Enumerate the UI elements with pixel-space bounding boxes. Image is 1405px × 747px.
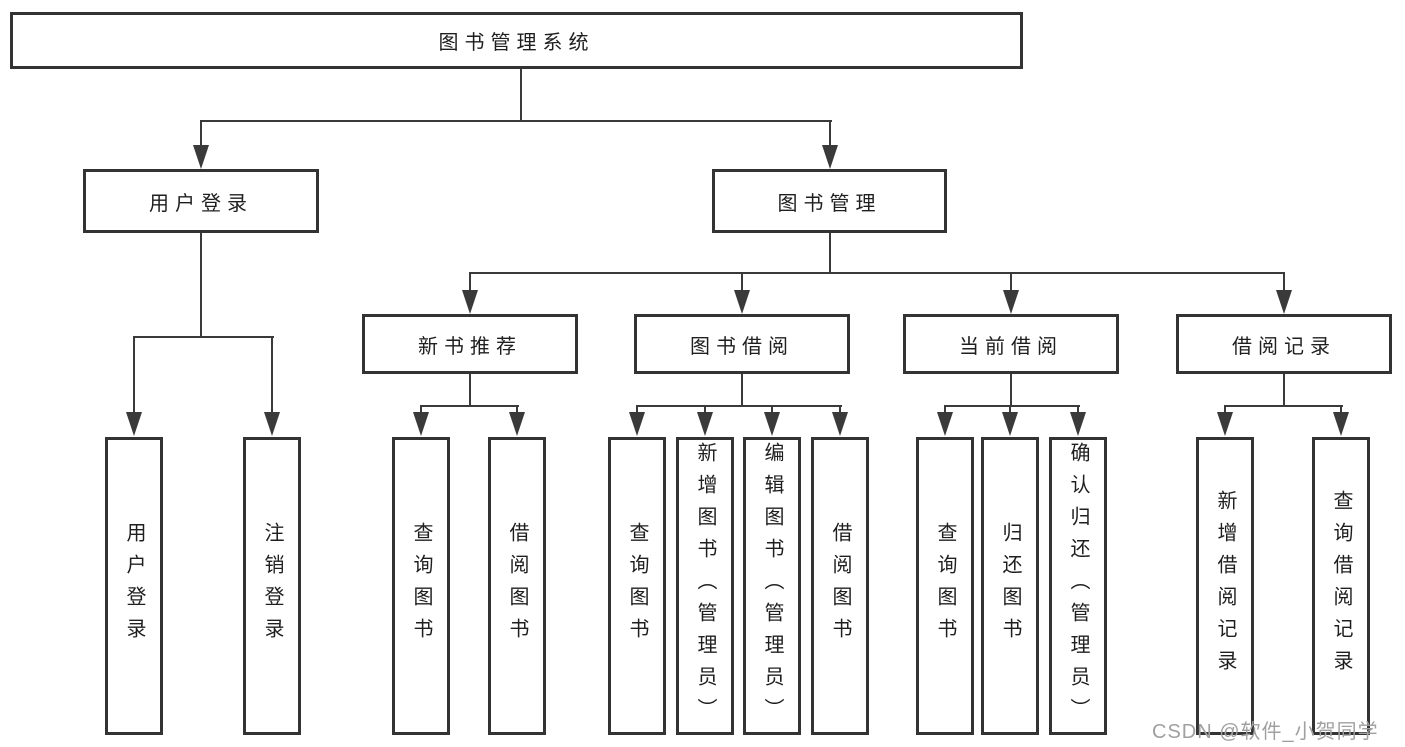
arrowhead-down-icon — [462, 290, 478, 314]
node-label: 图书管理系统 — [438, 32, 595, 54]
node-label: 借阅图书 — [506, 522, 528, 650]
connector-line — [133, 336, 274, 338]
leaf-query-books-borrow: 查询图书 — [608, 437, 666, 735]
node-label: 新增借阅记录 — [1214, 490, 1236, 682]
leaf-add-book-admin: 新增图书（管理员） — [676, 437, 734, 735]
leaf-borrow-books-recommend: 借阅图书 — [488, 437, 546, 735]
node-label: 查询图书 — [410, 522, 432, 650]
arrowhead-down-icon — [193, 145, 209, 169]
connector-line — [636, 405, 638, 417]
connector-line — [1283, 374, 1285, 407]
connector-line — [420, 405, 422, 417]
arrowhead-down-icon — [629, 412, 645, 436]
arrowhead-down-icon — [697, 412, 713, 436]
node-label: 归还图书 — [999, 522, 1021, 650]
leaf-query-borrow-record: 查询借阅记录 — [1312, 437, 1370, 735]
connector-line — [1224, 405, 1343, 407]
connector-line — [1009, 405, 1011, 417]
connector-line — [1224, 405, 1226, 417]
arrowhead-down-icon — [1333, 412, 1349, 436]
connector-line — [271, 336, 273, 416]
connector-line — [829, 120, 831, 150]
arrowhead-down-icon — [1070, 412, 1086, 436]
connector-line — [944, 405, 946, 417]
node-user-login: 用户登录 — [83, 169, 319, 233]
connector-line — [944, 405, 1080, 407]
connector-line — [469, 374, 471, 407]
arrowhead-down-icon — [1276, 290, 1292, 314]
connector-line — [704, 405, 706, 417]
connector-line — [201, 120, 832, 122]
node-label: 查询图书 — [934, 522, 956, 650]
node-label: 用户登录 — [123, 522, 145, 650]
connector-line — [1340, 405, 1342, 417]
arrowhead-down-icon — [734, 290, 750, 314]
leaf-edit-book-admin: 编辑图书（管理员） — [743, 437, 801, 735]
connector-line — [520, 69, 522, 122]
connector-line — [200, 120, 202, 150]
node-label: 编辑图书（管理员） — [761, 442, 783, 730]
arrowhead-down-icon — [832, 412, 848, 436]
connector-line — [1010, 272, 1012, 294]
node-label: 新书推荐 — [418, 335, 522, 358]
leaf-query-books-current: 查询图书 — [916, 437, 974, 735]
node-root-library-system: 图书管理系统 — [10, 12, 1023, 69]
node-current-borrow: 当前借阅 — [903, 314, 1119, 374]
leaf-return-book: 归还图书 — [981, 437, 1039, 735]
connector-line — [636, 405, 842, 407]
node-label: 图书管理 — [777, 192, 882, 215]
leaf-user-login: 用户登录 — [105, 437, 163, 735]
csdn-watermark: CSDN @软件_小贺同学 — [1152, 721, 1379, 743]
node-borrow-records: 借阅记录 — [1176, 314, 1392, 374]
node-label: 用户登录 — [149, 192, 253, 215]
node-label: 借阅图书 — [829, 522, 851, 650]
node-label: 确认归还（管理员） — [1067, 442, 1089, 730]
node-label: 新增图书（管理员） — [694, 442, 716, 730]
node-new-book-recommend: 新书推荐 — [362, 314, 578, 374]
arrowhead-down-icon — [937, 412, 953, 436]
node-label: 当前借阅 — [959, 335, 1063, 358]
arrowhead-down-icon — [413, 412, 429, 436]
arrowhead-down-icon — [509, 412, 525, 436]
leaf-borrow-books: 借阅图书 — [811, 437, 869, 735]
connector-line — [741, 272, 743, 294]
arrowhead-down-icon — [264, 412, 280, 436]
connector-line — [839, 405, 841, 417]
leaf-add-borrow-record: 新增借阅记录 — [1196, 437, 1254, 735]
connector-line — [1283, 272, 1285, 294]
connector-line — [741, 374, 743, 407]
connector-line — [470, 272, 1285, 274]
connector-line — [1010, 374, 1012, 407]
connector-line — [1077, 405, 1079, 417]
leaf-confirm-return-admin: 确认归还（管理员） — [1049, 437, 1107, 735]
node-label: 查询借阅记录 — [1330, 490, 1352, 682]
arrowhead-down-icon — [126, 412, 142, 436]
connector-line — [516, 405, 518, 417]
node-label: 图书借阅 — [690, 335, 794, 358]
arrowhead-down-icon — [1003, 290, 1019, 314]
leaf-logout-login: 注销登录 — [243, 437, 301, 735]
arrowhead-down-icon — [764, 412, 780, 436]
node-label: 注销登录 — [261, 522, 283, 650]
connector-line — [829, 233, 831, 274]
arrowhead-down-icon — [1002, 412, 1018, 436]
node-book-borrow: 图书借阅 — [634, 314, 850, 374]
connector-line — [771, 405, 773, 417]
arrowhead-down-icon — [822, 145, 838, 169]
connector-line — [469, 272, 471, 294]
connector-line — [420, 405, 519, 407]
node-label: 借阅记录 — [1232, 335, 1336, 358]
connector-line — [200, 233, 202, 338]
arrowhead-down-icon — [1217, 412, 1233, 436]
node-label: 查询图书 — [626, 522, 648, 650]
node-book-management: 图书管理 — [712, 169, 947, 233]
leaf-query-books-recommend: 查询图书 — [392, 437, 450, 735]
connector-line — [133, 336, 135, 416]
